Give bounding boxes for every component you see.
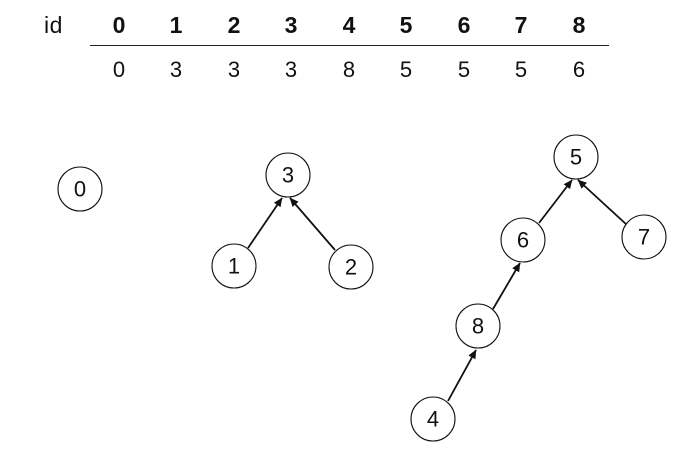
parent-value-7: 5 [514, 57, 528, 82]
node-6: 6 [500, 217, 546, 263]
id-row-label: id [44, 12, 63, 38]
id-header-4: 4 [342, 12, 356, 38]
node-4: 4 [410, 396, 456, 442]
node-8-label: 8 [472, 314, 484, 339]
id-header-6: 6 [457, 12, 471, 38]
parent-value-0: 0 [112, 57, 126, 82]
node-5: 5 [553, 134, 599, 180]
parent-value-5: 5 [399, 57, 413, 82]
id-header-8: 8 [572, 12, 586, 38]
edge-4-to-8 [447, 349, 477, 402]
node-8: 8 [455, 303, 501, 349]
parent-value-6: 5 [457, 57, 471, 82]
id-header-3: 3 [284, 12, 298, 38]
node-0: 0 [57, 166, 103, 212]
edge-7-to-5 [577, 179, 628, 226]
table-divider [90, 45, 609, 46]
node-5-label: 5 [570, 145, 582, 170]
parent-value-8: 6 [572, 57, 586, 82]
edge-6-to-5 [538, 179, 573, 224]
parent-value-2: 3 [227, 57, 241, 82]
node-3: 3 [265, 152, 311, 198]
node-0-label: 0 [74, 177, 86, 202]
node-3-label: 3 [282, 163, 294, 188]
edge-1-to-3 [247, 197, 283, 249]
id-header-1: 1 [169, 12, 183, 38]
id-header-0: 0 [112, 12, 126, 38]
node-2-label: 2 [345, 255, 357, 280]
parent-value-4: 8 [342, 57, 356, 82]
id-header-5: 5 [399, 12, 413, 38]
node-1: 1 [211, 243, 257, 289]
edge-2-to-3 [289, 197, 336, 251]
node-4-label: 4 [427, 407, 439, 432]
parent-array-table: id 0 1 2 3 4 5 6 7 8 0 3 3 3 8 5 5 5 6 [0, 0, 681, 100]
parent-value-1: 3 [169, 57, 183, 82]
node-6-label: 6 [517, 228, 529, 253]
node-7-label: 7 [638, 225, 650, 250]
node-7: 7 [621, 214, 667, 260]
node-2: 2 [328, 244, 374, 290]
id-header-2: 2 [227, 12, 241, 38]
node-1-label: 1 [228, 254, 240, 279]
edge-8-to-6 [492, 262, 521, 310]
id-header-7: 7 [514, 12, 528, 38]
parent-value-3: 3 [284, 57, 298, 82]
